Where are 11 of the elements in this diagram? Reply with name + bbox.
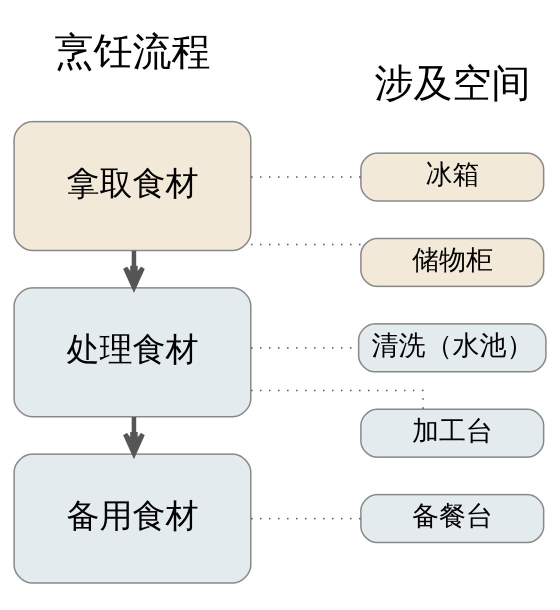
node-box: 加工台: [360, 408, 544, 458]
node-box: 清洗（水池）: [358, 322, 547, 372]
connector: [251, 389, 424, 408]
node-box: 储物柜: [360, 237, 544, 287]
node-box: 处理食材: [13, 286, 252, 417]
node-box: 备餐台: [360, 493, 544, 543]
node-box: 冰箱: [360, 152, 544, 202]
node-box: 备用食材: [13, 452, 252, 584]
label: 涉及空间: [374, 61, 530, 106]
label: 烹饪流程: [54, 30, 210, 75]
node-box: 拿取食材: [13, 120, 252, 251]
